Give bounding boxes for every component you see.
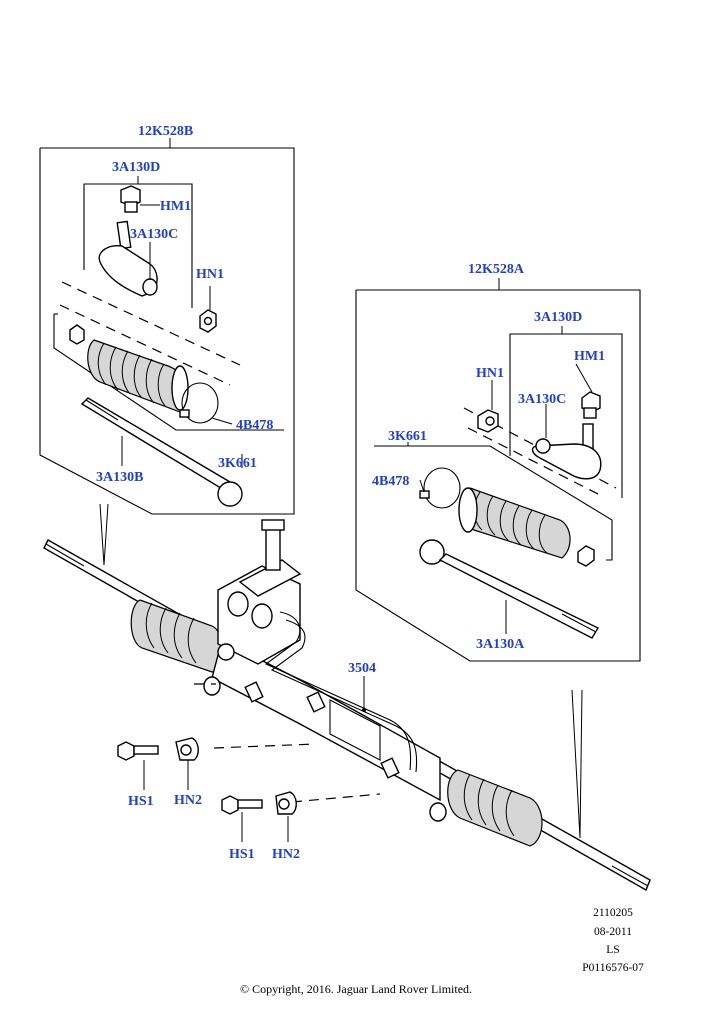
boot-a	[458, 487, 571, 559]
kit-b-boot-panel	[53, 314, 284, 431]
label-kit-a-tie-rod-end: 3A130C	[518, 392, 566, 407]
label-kit-a-clip: 4B478	[372, 474, 409, 489]
meta-code: 2110205	[593, 907, 633, 919]
nut-hn2-right	[275, 791, 297, 815]
mount-left	[203, 676, 221, 696]
part-labels: 12K528B 3A130D HM1 3A130C HN1 4B478 3A13…	[96, 124, 605, 862]
rack-housing-panel	[329, 699, 381, 761]
kit-b-frame	[39, 147, 295, 515]
meta-date: 08-2011	[594, 926, 632, 938]
label-kit-b-tie-rod-end-group: 3A130D	[112, 160, 160, 175]
small-bush-a	[577, 545, 595, 567]
bracket-3	[380, 757, 400, 779]
label-kit-b: 12K528B	[138, 124, 193, 139]
rack-boot-right-ribs	[463, 773, 515, 837]
kit-b-group	[39, 138, 295, 515]
kit-a-boot-panel	[374, 445, 613, 561]
label-kit-b-tie-rod-end: 3A130C	[130, 227, 178, 242]
label-bolt-left: HS1	[128, 794, 154, 809]
port-2	[251, 603, 273, 629]
hn1-nut-a	[477, 409, 499, 433]
label-kit-a-inner-rod: 3A130A	[476, 637, 525, 652]
rack-thread-left	[45, 543, 85, 567]
label-kit-b-boot: 3K661	[218, 456, 257, 471]
pipe-2	[270, 619, 418, 773]
nut-hn2-left	[175, 737, 199, 761]
label-nut-right: HN2	[272, 847, 300, 862]
port-1	[227, 591, 249, 617]
pipe-1	[264, 611, 412, 771]
steering-rack	[43, 519, 651, 892]
rack-thread-right	[611, 865, 649, 887]
label-bolt-right: HS1	[229, 847, 255, 862]
kit-b-dash-2	[59, 304, 231, 386]
hm1-nut-a	[581, 391, 601, 419]
boot-b	[87, 339, 189, 413]
label-kit-a-tie-rod-end-group: 3A130D	[534, 310, 582, 325]
label-kit-b-nut-hn1: HN1	[196, 267, 224, 282]
bolt-hs1-left	[117, 741, 159, 761]
hn1-nut-b	[199, 309, 217, 333]
copyright-notice: © Copyright, 2016. Jaguar Land Rover Lim…	[240, 982, 472, 996]
bracket-1	[244, 681, 264, 703]
rack-housing	[211, 638, 441, 802]
port-3	[217, 643, 235, 661]
clip-b	[179, 382, 219, 424]
label-kit-a-nut-hn1: HN1	[476, 366, 504, 381]
kit-a-frame	[355, 289, 641, 662]
label-kit-b-clip: 4B478	[236, 418, 273, 433]
inner-rod-b	[80, 397, 243, 507]
bolt-dash-b	[213, 743, 317, 749]
rack-boot-right	[447, 769, 543, 847]
bolt-dash-c	[291, 793, 381, 803]
drawing-meta: 2110205 08-2011 LS P0116576-07	[582, 907, 644, 974]
label-kit-a-boot: 3K661	[388, 429, 427, 444]
explosion-lines	[99, 503, 583, 839]
hm1-nut-b	[120, 185, 141, 213]
rack-boot-left-ribs	[145, 602, 197, 664]
label-kit-a: 12K528A	[468, 262, 525, 277]
bracket-2	[306, 691, 326, 713]
kit-a-dash-2	[467, 427, 601, 496]
label-kit-b-inner-rod: 3A130B	[96, 470, 143, 485]
meta-type: LS	[606, 944, 619, 956]
label-nut-left: HN2	[174, 793, 202, 808]
label-steering-gear: 3504	[348, 661, 376, 676]
bolt-hs1-right	[221, 795, 263, 815]
small-bush-b	[69, 324, 85, 345]
gear-leader-dot	[362, 708, 366, 712]
kit-a-subframe	[509, 333, 623, 498]
label-kit-b-nut-hm1: HM1	[160, 199, 191, 214]
rack-boot-left	[130, 599, 223, 673]
clip-a	[419, 467, 461, 509]
input-shaft-cap	[261, 519, 285, 531]
meta-ref: P0116576-07	[582, 962, 644, 974]
inner-rod-a	[419, 539, 599, 639]
input-shaft	[265, 525, 281, 571]
leader-lines	[121, 204, 593, 842]
tie-rod-end-a	[531, 423, 602, 480]
label-kit-a-nut-hm1: HM1	[574, 349, 605, 364]
tie-rod-end-b	[98, 220, 158, 297]
mount-right	[429, 802, 447, 822]
kit-a-group	[355, 278, 641, 662]
